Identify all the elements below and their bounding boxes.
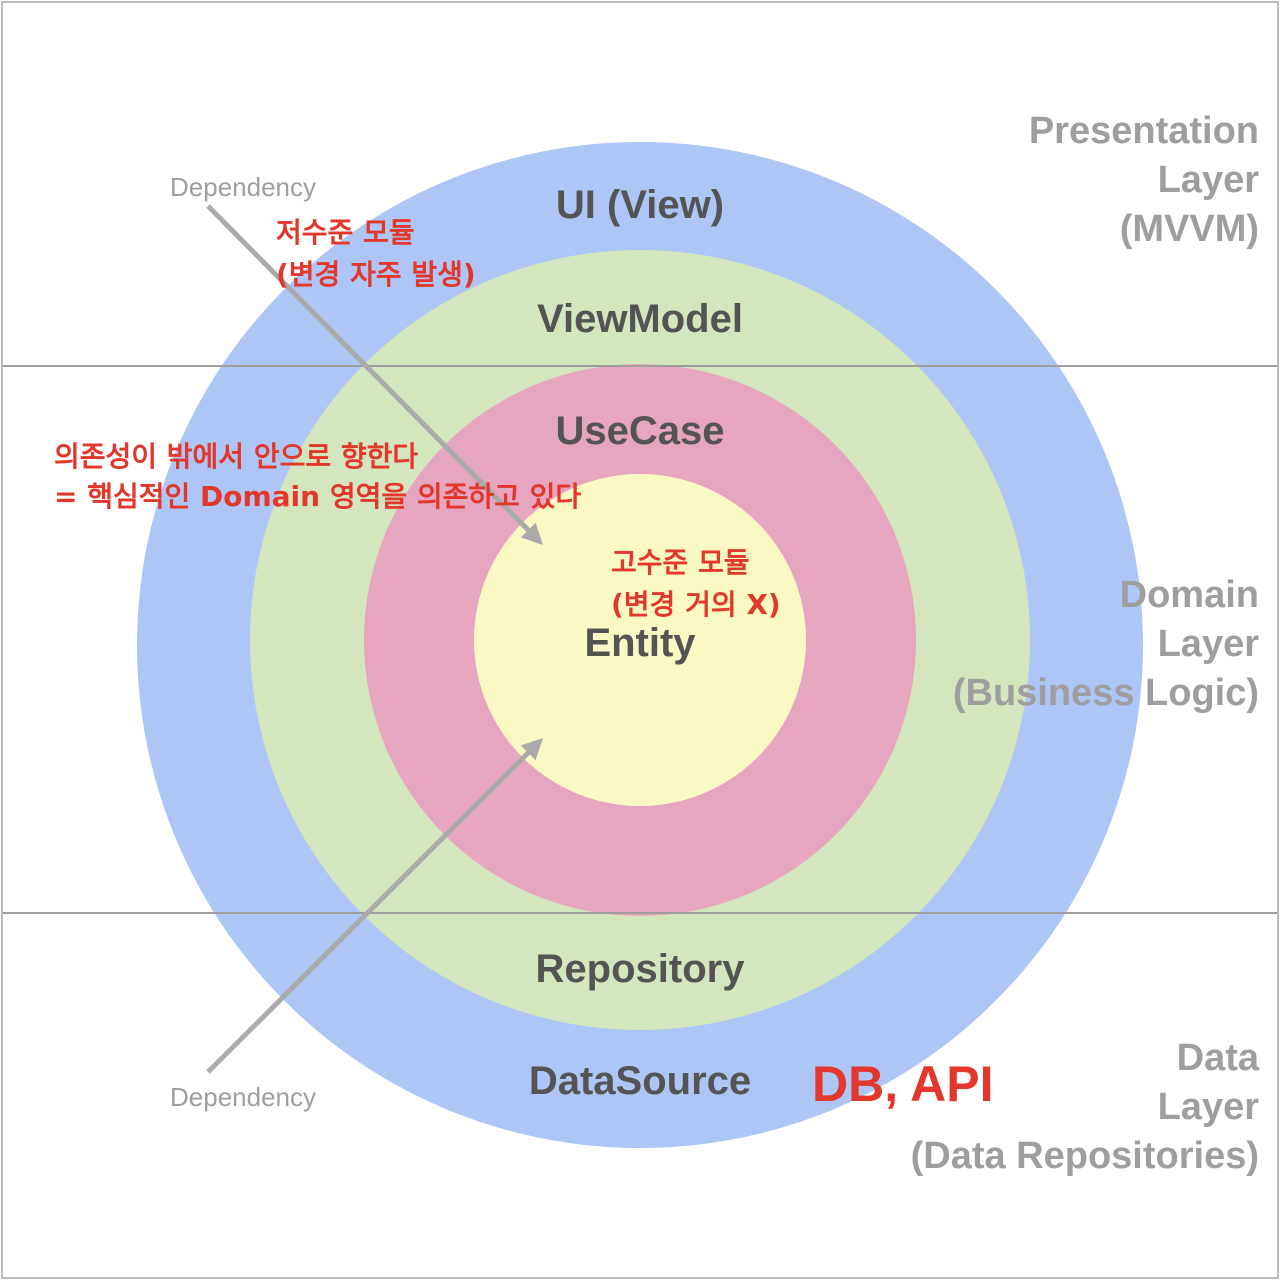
data-layer-line-1: Data [1177, 1037, 1260, 1079]
presentation-layer-line-3: (MVVM) [1120, 208, 1259, 250]
presentation-layer-line-1: Presentation [1029, 110, 1259, 152]
datasource-label: DataSource [529, 1059, 751, 1103]
dependency-arrow-bottom [206, 738, 543, 1074]
dependency-direction-note-line-1: 의존성이 밖에서 안으로 향한다 [54, 440, 418, 473]
db-api-note: DB, API [812, 1056, 994, 1112]
data-layer-line-3: (Data Repositories) [911, 1135, 1259, 1177]
data-layer-line-2: Layer [1158, 1086, 1260, 1128]
high-level-module-note-line-1: 고수준 모듈 [611, 546, 750, 579]
viewmodel-label: ViewModel [537, 297, 743, 341]
core-circle [474, 474, 806, 806]
domain-layer-line-3: (Business Logic) [953, 672, 1259, 714]
entity-label: Entity [584, 621, 696, 665]
domain-layer-line-1: Domain [1120, 574, 1259, 616]
ui-view-label: UI (View) [556, 183, 724, 227]
usecase-label: UseCase [555, 409, 724, 453]
dependency-label-top: Dependency [170, 172, 316, 202]
low-level-module-note-line-2: (변경 자주 발생) [276, 258, 476, 291]
domain-layer-line-2: Layer [1158, 623, 1260, 665]
dependency-arrow-top [206, 204, 543, 545]
repository-label: Repository [536, 947, 746, 991]
low-level-module-note-line-1: 저수준 모듈 [276, 216, 415, 249]
dependency-direction-note-line-2: = 핵심적인 Domain 영역을 의존하고 있다 [54, 480, 581, 513]
high-level-module-note-line-2: (변경 거의 X) [611, 588, 781, 621]
presentation-layer-line-2: Layer [1158, 159, 1260, 201]
dependency-label-bottom: Dependency [170, 1082, 316, 1112]
